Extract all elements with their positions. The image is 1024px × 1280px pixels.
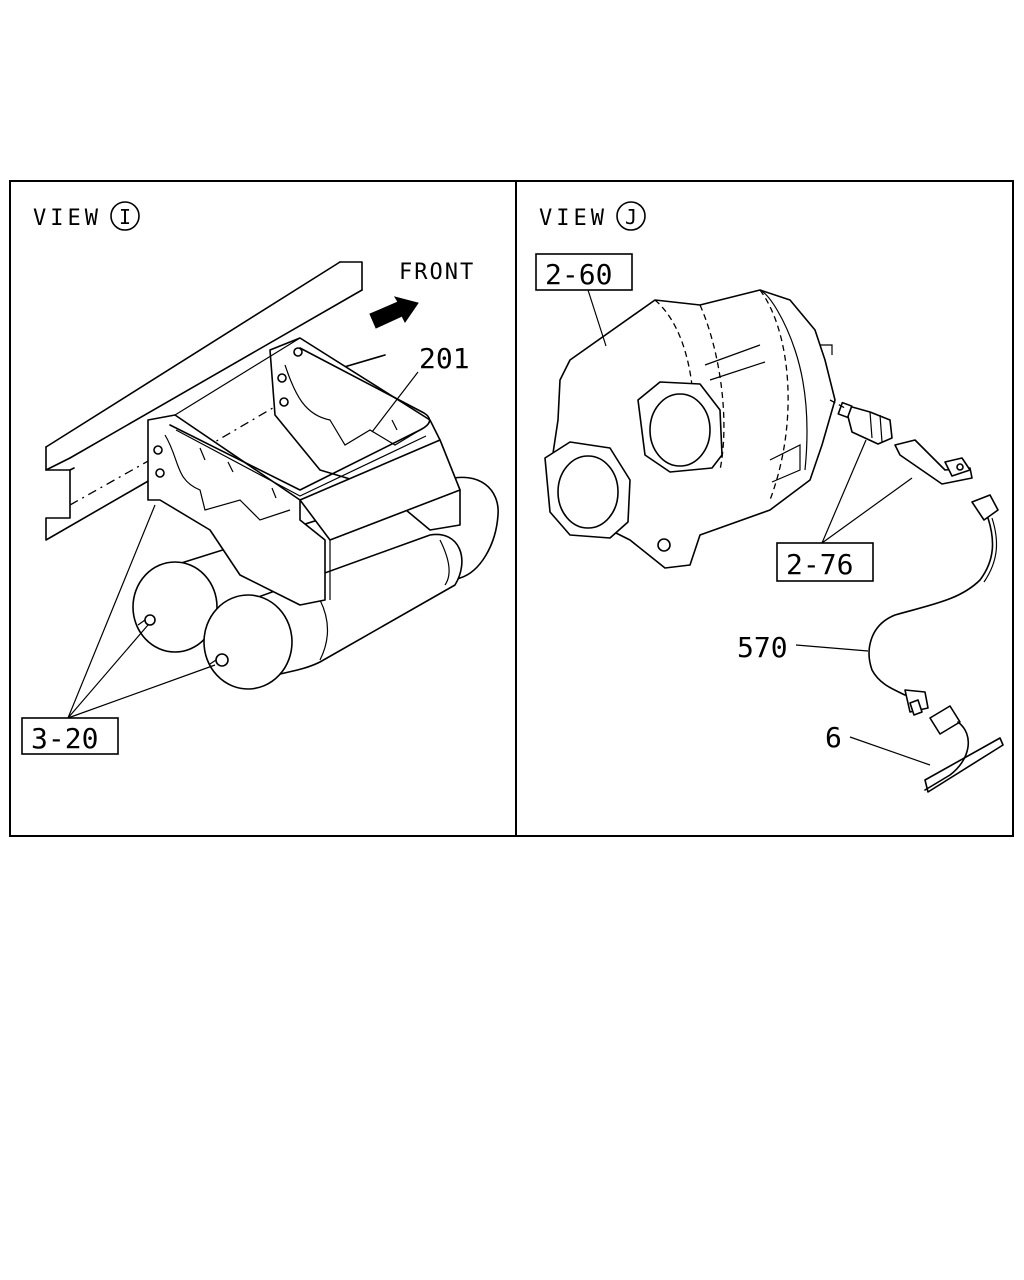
view-i-word: VIEW	[33, 206, 102, 231]
sensor-bracket	[829, 399, 973, 485]
harness-201	[169, 347, 431, 499]
view-j-word: VIEW	[539, 206, 608, 231]
harness-570	[868, 494, 999, 716]
view-i-circle-letter-icon: I	[110, 201, 140, 231]
view-j-letter: J	[625, 205, 637, 229]
panel-view-i: VIEW I FRONT	[21, 201, 499, 755]
view-j-circle-letter-icon: J	[616, 201, 646, 231]
leader-3-20	[67, 504, 216, 719]
callout-box-3-20	[21, 717, 119, 755]
leader-6	[849, 736, 931, 766]
speed-sensor	[837, 401, 893, 445]
front-arrow-icon	[369, 296, 419, 329]
tank-bracket	[147, 337, 461, 606]
front-label: FRONT	[399, 260, 475, 285]
callout-2-60: 2-60	[545, 258, 612, 291]
callout-box-2-60	[535, 253, 633, 291]
air-tank-rear	[203, 533, 463, 690]
leader-201	[371, 371, 419, 433]
callout-box-2-76	[776, 542, 874, 582]
transmission-port-lower	[544, 441, 671, 552]
diagram-frame	[9, 180, 1014, 837]
leader-570	[795, 644, 869, 652]
callout-201: 201	[419, 342, 470, 375]
transmission-port-upper	[637, 381, 723, 473]
view-i-letter: I	[119, 205, 131, 229]
leader-2-76	[821, 439, 913, 544]
panel-view-j: VIEW J	[535, 201, 1004, 793]
callout-2-76: 2-76	[786, 548, 853, 581]
callout-6: 6	[825, 721, 842, 754]
harness-6	[924, 705, 1004, 793]
leader-2-60	[587, 289, 607, 347]
callout-3-20: 3-20	[31, 722, 98, 755]
callout-570: 570	[737, 631, 788, 664]
